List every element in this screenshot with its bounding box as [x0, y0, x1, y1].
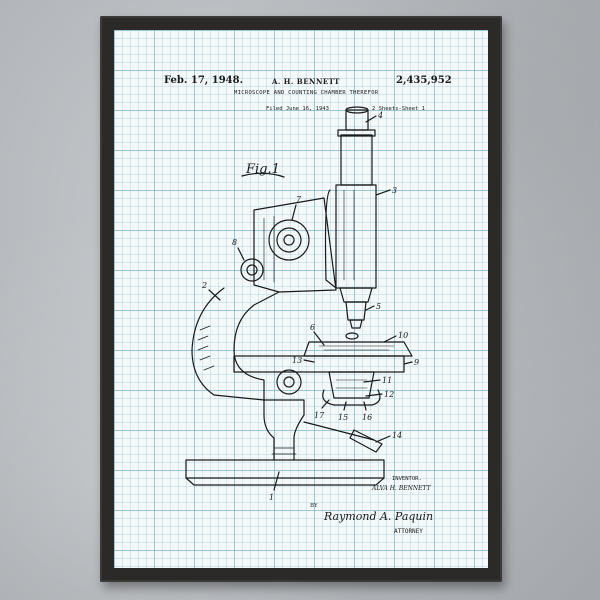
- objective-lens: [345, 301, 367, 321]
- patent-filed-date: Filed June 16, 1943: [266, 106, 329, 112]
- leader-17: [321, 399, 330, 409]
- part-number-10: 10: [398, 331, 408, 340]
- leader-12: [365, 393, 383, 397]
- leader-16: [363, 401, 367, 411]
- nosepiece: [339, 287, 373, 303]
- leader-14: [375, 435, 391, 443]
- leader-2: [208, 289, 221, 301]
- chamber-hatch: [318, 345, 395, 351]
- arm-hatch: [197, 325, 215, 371]
- body-tube: [335, 184, 377, 289]
- part-number-14: 14: [392, 431, 402, 440]
- microscope-arm: [191, 287, 280, 401]
- part-number-16: 16: [362, 413, 372, 422]
- part-number-5: 5: [376, 302, 381, 311]
- stage-clip: [345, 332, 359, 340]
- microscope-drawing: Fig.1: [185, 106, 419, 502]
- leader-6: [313, 331, 325, 346]
- leader-1: [273, 471, 280, 491]
- coarse-focus-knob-center: [283, 234, 295, 246]
- by-label: BY: [310, 503, 318, 509]
- part-number-9: 9: [414, 358, 419, 367]
- patent-number: 2,435,952: [396, 75, 452, 86]
- patent-date: Feb. 17, 1948.: [164, 75, 244, 86]
- objective-tip: [349, 319, 363, 329]
- fine-focus-knob-center: [246, 264, 258, 276]
- attorney-signature: Raymond A. Paquin: [324, 510, 434, 523]
- base-shadow: [185, 477, 385, 486]
- leader-7: [291, 204, 297, 221]
- leader-11: [363, 379, 381, 383]
- part-number-4: 4: [377, 111, 383, 120]
- patent-title: MICROSCOPE AND COUNTING CHAMBER THEREFOR: [234, 90, 379, 96]
- condenser-hatch: [335, 379, 368, 389]
- arm-head: [253, 197, 337, 293]
- part-number-1: 1: [269, 493, 274, 502]
- part-number-6: 6: [310, 323, 315, 332]
- eyepiece: [345, 109, 369, 131]
- pillar: [263, 399, 305, 461]
- part-number-3: 3: [392, 186, 397, 195]
- coarse-focus-knob-inner: [276, 227, 302, 253]
- patent-inventor-header: A. H. BENNETT: [272, 77, 340, 86]
- leader-3: [375, 189, 391, 196]
- attorney-label: ATTORNEY: [394, 528, 423, 535]
- leader-4: [365, 115, 377, 123]
- part-number-2: 2: [201, 281, 207, 290]
- leader-13: [303, 359, 315, 363]
- iris-diaphragm: [322, 389, 381, 406]
- part-number-12: 12: [384, 390, 394, 399]
- inventor-full-name: ALVA H. BENNETT: [372, 485, 431, 492]
- substage-knob: [276, 369, 302, 395]
- fine-focus-knob: [240, 258, 264, 282]
- draw-tube: [340, 134, 373, 186]
- part-number-17: 17: [314, 411, 325, 420]
- part-number-13: 13: [292, 356, 302, 365]
- arm-head-hatch: [263, 215, 275, 283]
- figure-label-underline: [241, 172, 285, 178]
- picture-frame: Feb. 17, 1948. A. H. BENNETT 2,435,952 M…: [100, 16, 502, 582]
- mirror-handle: [349, 429, 383, 453]
- microscope-base: [185, 459, 385, 479]
- coarse-focus-knob: [268, 219, 310, 261]
- inventor-label: INVENTOR.: [392, 476, 422, 482]
- body-tube-hatch: [343, 189, 355, 281]
- part-number-7: 7: [296, 195, 302, 204]
- part-number-15: 15: [338, 413, 348, 422]
- part-number-8: 8: [232, 238, 237, 247]
- mirror-lever: [303, 421, 375, 441]
- leader-5: [365, 305, 375, 311]
- leader-15: [343, 401, 347, 411]
- leader-9: [403, 361, 413, 365]
- body-tube-bracket: [324, 189, 337, 289]
- part-number-11: 11: [382, 376, 392, 385]
- pillar-hatch: [271, 447, 297, 455]
- patent-sheets: 2 Sheets-Sheet 1: [372, 106, 425, 112]
- substage-knob-center: [283, 376, 295, 388]
- leader-8: [237, 247, 245, 261]
- condenser: [328, 371, 375, 399]
- counting-chamber: [303, 341, 413, 357]
- eyepiece-lens: [345, 106, 369, 114]
- stage: [233, 355, 405, 373]
- patent-drawing-paper: Feb. 17, 1948. A. H. BENNETT 2,435,952 M…: [114, 30, 488, 568]
- leader-10: [383, 335, 397, 343]
